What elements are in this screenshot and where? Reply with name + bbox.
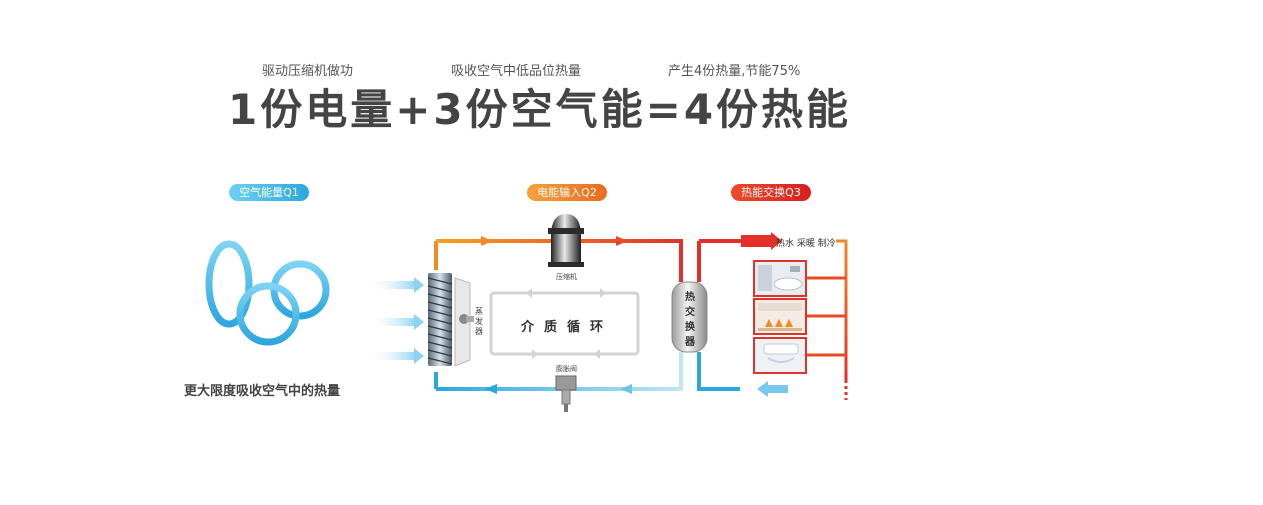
arrow-left-icon (485, 384, 497, 394)
pill-power-input: 电能输入Q2 (527, 184, 607, 201)
compressor (548, 214, 584, 267)
compressor-label: 压缩机 (556, 273, 577, 281)
hot-water-bath-image (753, 260, 807, 297)
heat-exchanger-label: 热交换器 (685, 292, 695, 348)
arrow-left-icon (620, 384, 632, 394)
air-conditioning-image (753, 337, 807, 374)
hot-out-arrow-icon (741, 232, 782, 250)
cold-refrigerant-line (436, 352, 683, 391)
expansion-valve-label: 膨胀阀 (556, 365, 577, 373)
arrow-right-icon (481, 236, 493, 246)
sub-label-output: 产生4份热量,节能75% (668, 64, 801, 79)
floor-heating-image (753, 298, 807, 335)
sub-label-compressor: 驱动压缩机做功 (262, 64, 354, 79)
expansion-valve (555, 375, 577, 412)
medium-cycle-loop (489, 291, 640, 356)
return-arrow-icon (757, 381, 788, 397)
pill-heat-exchange: 热能交换Q3 (731, 184, 811, 201)
pill-air-energy: 空气能量Q1 (229, 184, 309, 201)
tree-caption: 更大限度吸收空气中的热量 (184, 384, 341, 399)
air-flow-arrows (368, 277, 424, 364)
evaporator-label: 蒸发器 (475, 307, 483, 336)
tree-icon (205, 240, 330, 369)
page-title: 1份电量+3份空气能=4份热能 (228, 85, 852, 134)
evaporator-coil (427, 273, 474, 367)
heat-exchanger-tank (671, 281, 708, 353)
arrow-right-icon (616, 236, 628, 246)
uses-label: 热水 采暖 制冷 (776, 239, 836, 249)
hot-refrigerant-line (436, 239, 683, 282)
sub-label-absorb: 吸收空气中低品位热量 (451, 64, 582, 79)
medium-cycle-label: 介质循环 (521, 320, 614, 335)
